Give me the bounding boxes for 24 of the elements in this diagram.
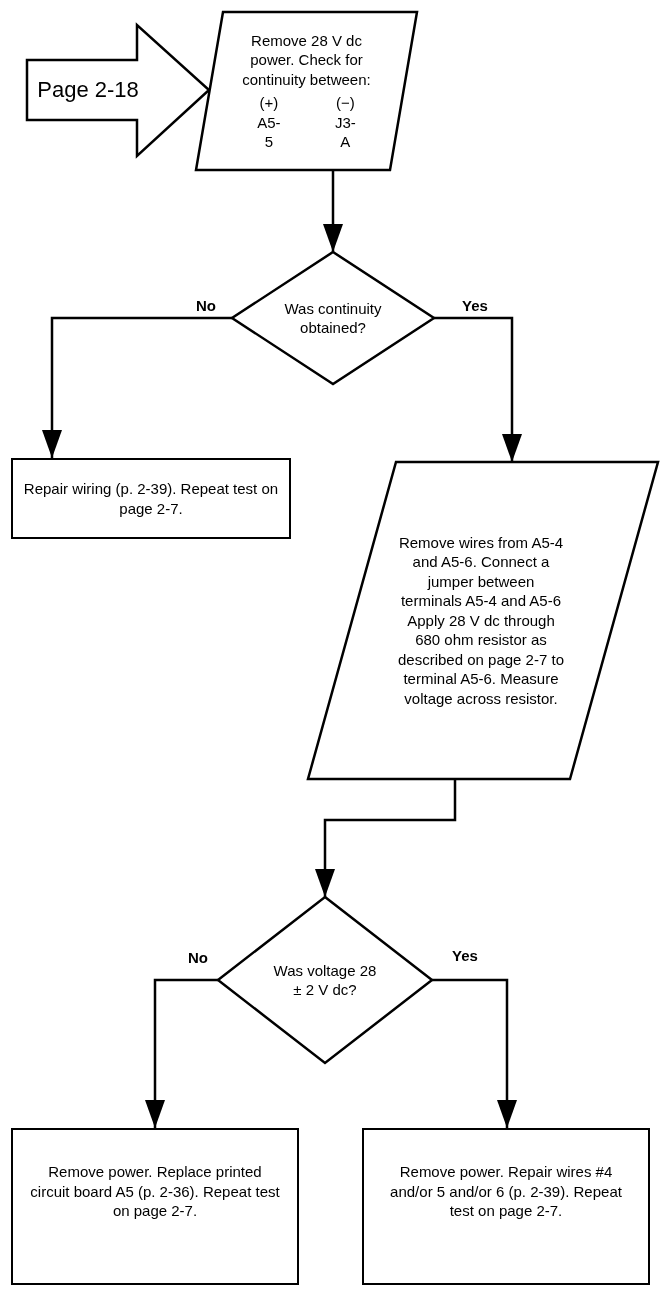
data-parallelogram	[196, 12, 417, 170]
step-text: Was voltage 28 ± 2 V dc?	[272, 960, 378, 1000]
page-reference: Page 2-18	[37, 76, 139, 105]
arrow	[323, 170, 343, 252]
terminal-label: (−) J3-A	[334, 93, 356, 152]
arrow	[315, 779, 457, 897]
step-text: Was continuity obtained?	[283, 298, 383, 338]
arrow	[434, 316, 522, 462]
arrow	[432, 978, 517, 1128]
step-text: Remove 28 V dc power. Check for continuity between:	[241, 30, 372, 89]
decision-diamond	[218, 897, 432, 1063]
process-box	[11, 1128, 299, 1285]
arrow	[42, 316, 232, 458]
arrow	[145, 978, 218, 1128]
process-box	[362, 1128, 650, 1285]
step-text: Remove power. Replace printed circuit board A5 (p. 2-36). Repeat test on page 2-7.	[29, 1162, 281, 1221]
decision-diamond	[232, 252, 434, 384]
arrow-shape	[27, 25, 209, 156]
step-text: Remove power. Repair wires #4 and/or 5 and/or 6 (p. 2-39). Repeat test on page 2-7.	[389, 1162, 623, 1221]
process-box	[11, 458, 291, 539]
data-parallelogram	[308, 462, 658, 779]
terminal-label: (+) A5-5	[257, 93, 281, 152]
step-text: Remove wires from A5-4 and A5-6. Connect a jumper between terminals A5-4 and A5-6 Apply 28 V dc through 680 ohm resistor as described on page 2-7 to terminal A5-6. Measure voltage across resistor.	[397, 532, 565, 709]
step-text: Repair wiring (p. 2-39). Repeat test on page 2-7.	[23, 479, 279, 518]
